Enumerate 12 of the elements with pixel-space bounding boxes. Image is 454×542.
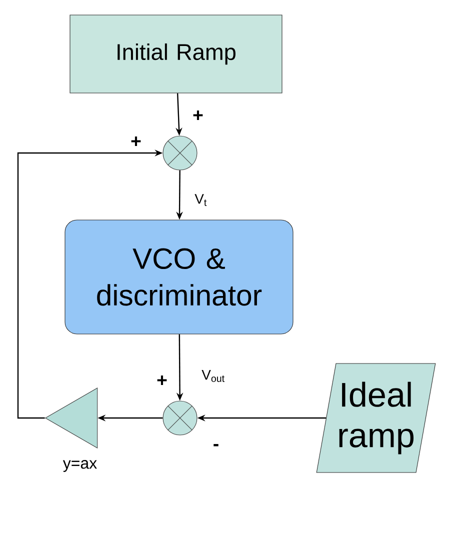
signal-label: V$_{t}$	[193, 192, 209, 208]
summing-junction	[162, 136, 198, 170]
sign-label: -	[214, 444, 218, 446]
gain-label: y=ax	[62, 460, 97, 472]
sign-label: +	[131, 136, 141, 146]
block-box: Initial Ramp	[70, 14, 282, 94]
sign-label: +	[193, 110, 203, 120]
input-parallelogram: Ideal ramp	[316, 363, 436, 473]
signal-label: V$_{out}$	[200, 368, 227, 384]
sign-label: +	[157, 376, 167, 386]
block-box: VCO & discriminator	[64, 220, 294, 334]
summing-junction	[162, 400, 198, 436]
